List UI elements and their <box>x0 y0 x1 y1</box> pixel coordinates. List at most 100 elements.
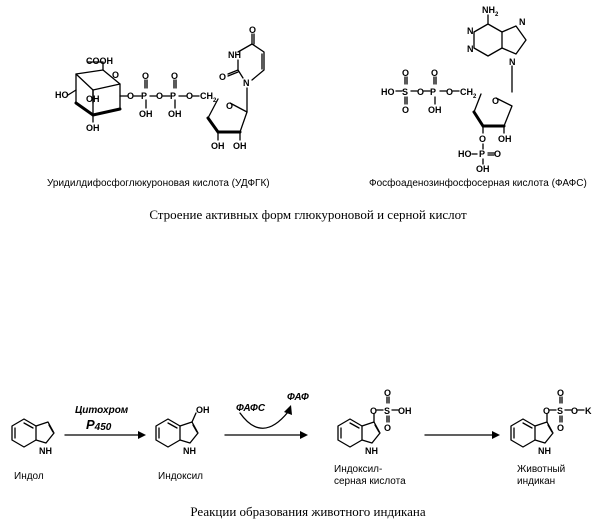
paps-3p-o: O <box>479 134 486 144</box>
uracil-ring <box>237 43 265 81</box>
indican-k: K <box>585 406 592 416</box>
is-benzene-inner <box>340 422 360 439</box>
indoxyl-structure: OH NH <box>155 405 210 456</box>
arrow-2-head <box>300 431 308 439</box>
paps-s-o-bottom-label: O <box>402 105 409 115</box>
ring-o-label: O <box>112 70 119 80</box>
adenine-n1: N <box>467 26 474 36</box>
ho-bond <box>67 89 77 96</box>
cooh-bond <box>87 61 104 71</box>
indoxyl-sulfate-label-2: серная кислота <box>334 476 406 487</box>
p1-o-top: O <box>142 71 149 81</box>
ho-label: HO <box>55 90 69 100</box>
is-o: O <box>370 406 377 416</box>
indican-label-1: Животный <box>517 464 565 475</box>
indole-double <box>48 424 54 433</box>
indole-pyrrole <box>35 421 55 444</box>
p2-double-o-bond <box>173 79 177 89</box>
oh-label-1: OH <box>86 94 100 104</box>
chain-p-2: P <box>170 91 176 101</box>
paps-cosubstrate: ФАФС <box>236 403 266 414</box>
paps-s: S <box>402 87 408 97</box>
paps-ribose-front <box>472 110 506 128</box>
udpga-structure: COOH O HO OH OH O P O OH O P O OH O CH2 … <box>55 25 265 151</box>
glucuronate-ring-front <box>74 101 122 117</box>
paps-s-o-top-label: O <box>402 68 409 78</box>
paps-o-1: O <box>417 87 424 97</box>
paps-3p-p: P <box>479 149 485 159</box>
p2-oh: OH <box>168 109 182 119</box>
indican-s-o-bottom <box>559 415 563 423</box>
uracil-n1: N <box>243 78 250 88</box>
indican-structure: O S O O O K NH <box>510 388 592 456</box>
enzyme-p450: P450 <box>86 417 112 433</box>
enzyme-name: Цитохром <box>75 405 129 416</box>
indole-nh: NH <box>39 446 52 456</box>
ribose-oh-1: OH <box>211 141 225 151</box>
udpga-label: Уридилдифосфоглюкуроновая кислота (УДФГК… <box>47 177 270 189</box>
indican-double <box>547 424 553 433</box>
paps-ribose-oh: OH <box>498 134 512 144</box>
indican-s-o-bottom-label: O <box>557 423 564 433</box>
top-caption: Строение активных форм глюкуроновой и се… <box>149 207 467 222</box>
indole-label: Индол <box>14 471 44 482</box>
ribose-o: O <box>226 101 233 111</box>
is-nh: NH <box>365 446 378 456</box>
uracil-o-left: O <box>219 72 226 82</box>
paps-p-oh: OH <box>428 105 442 115</box>
ribose-oh-bonds <box>217 131 241 141</box>
indican-nh: NH <box>538 446 551 456</box>
uracil-co-top <box>251 33 255 45</box>
adenine-nh2: NH2 <box>482 5 499 18</box>
is-s-o-bottom <box>386 415 390 423</box>
indican-s: S <box>557 406 563 416</box>
is-s-o-bottom-label: O <box>384 423 391 433</box>
indican-s-o-top-label: O <box>557 388 564 398</box>
indole-structure: NH <box>11 418 55 456</box>
indoxyl-double <box>192 424 198 433</box>
p1-oh: OH <box>139 109 153 119</box>
is-double <box>374 424 380 433</box>
is-s-o-top-label: O <box>384 388 391 398</box>
chain-o-1: O <box>127 91 134 101</box>
paps-s-o-top <box>404 76 408 85</box>
indican-o-k: O <box>571 406 578 416</box>
paps-3p-o-right <box>487 152 495 156</box>
is-pyrrole <box>361 421 381 444</box>
paps-p-o-top-label: O <box>431 68 438 78</box>
ribose-front <box>206 116 242 134</box>
indican-s-o-top <box>559 396 563 404</box>
indoxyl-oh: OH <box>196 405 210 415</box>
is-s-o-top <box>386 396 390 404</box>
bottom-caption: Реакции образования животного индикана <box>190 504 426 519</box>
arrow-1-head <box>138 431 146 439</box>
chain-o-3: O <box>186 91 193 101</box>
p1-double-o-bond <box>144 79 148 89</box>
indoxyl-nh: NH <box>183 446 196 456</box>
oh-label-2: OH <box>86 123 100 133</box>
indoxyl-label: Индоксил <box>158 471 203 482</box>
adenine-5ring <box>501 25 527 55</box>
arrow-3-head <box>492 431 500 439</box>
paps-3p-oh-bottom: OH <box>476 164 490 174</box>
ribose-oh-2: OH <box>233 141 247 151</box>
adenine-6ring <box>473 14 503 57</box>
indican-pyrrole <box>534 421 554 444</box>
paps-3p-ho: HO <box>458 149 472 159</box>
paps-o-2: O <box>446 87 453 97</box>
paps-ribose-o: O <box>492 96 499 106</box>
indoxyl-benzene-inner <box>158 422 178 439</box>
paps-label: Фосфоаденозинфосфосерная кислота (ФАФС) <box>369 177 587 189</box>
ch2-label: CH2 <box>200 91 217 104</box>
paps-ho: HO <box>381 87 395 97</box>
uracil-nh: NH <box>228 50 241 60</box>
is-oh: OH <box>398 406 412 416</box>
paps-structure: NH2 N N N N HO S O O O P O OH O CH2 O OH <box>381 5 527 174</box>
adenine-n3: N <box>467 44 474 54</box>
chain-o-2: O <box>156 91 163 101</box>
paps-p-1: P <box>430 87 436 97</box>
chain-p-1: P <box>141 91 147 101</box>
paps-p-o-top <box>433 76 437 85</box>
